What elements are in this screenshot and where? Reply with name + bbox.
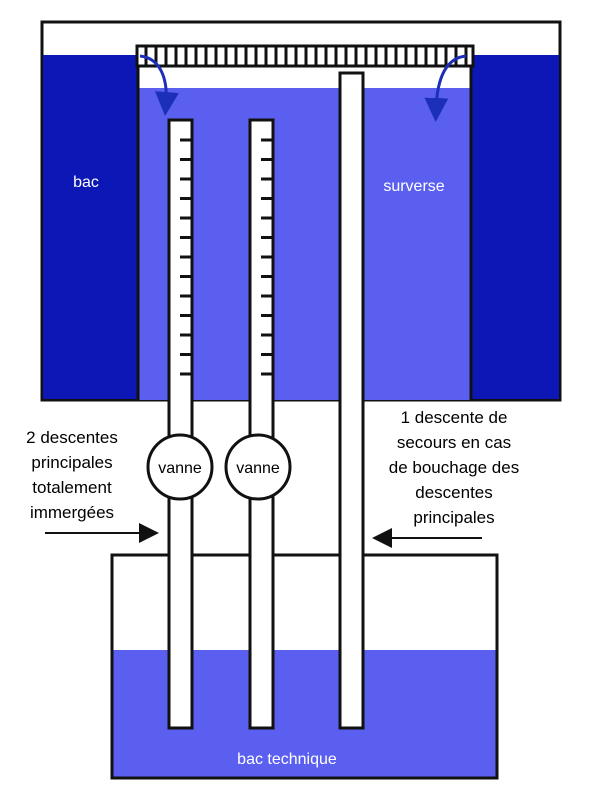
main-drain-pipe-left (167, 118, 194, 730)
main-drains-note-line: 2 descentes (26, 428, 118, 447)
main-tank-water-left (43, 55, 138, 399)
emergency-drain-note-line: descentes (415, 483, 493, 502)
emergency-drain-pipe (338, 71, 365, 730)
pipe-right-ticks (261, 138, 273, 376)
sump-label: bac technique (237, 751, 337, 768)
main-drains-note-line: principales (31, 453, 112, 472)
main-drains-note-line: immergées (30, 503, 114, 522)
emergency-drain-note-line: de bouchage des (389, 458, 519, 477)
overflow-arrow-right (424, 54, 467, 122)
pipe-left-ticks (180, 138, 192, 376)
overflow-arrow-left (139, 54, 179, 116)
main-tank-water-right (471, 55, 559, 399)
main-drain-pipe-right (248, 118, 275, 730)
main-drains-note: 2 descentes principales totalement immer… (26, 428, 118, 522)
valve-right-label: vanne (236, 460, 280, 477)
overflow-label: surverse (383, 178, 444, 195)
valve-left-label: vanne (158, 460, 202, 477)
valve-left: vanne (146, 433, 214, 501)
tank-label: bac (73, 174, 99, 191)
emergency-drain-note-line: principales (413, 508, 494, 527)
emergency-drain-note-line: secours en cas (397, 433, 511, 452)
main-drains-note-line: totalement (32, 478, 112, 497)
valve-right: vanne (224, 433, 292, 501)
emergency-drain-note: 1 descente de secours en cas de bouchage… (389, 408, 519, 527)
emergency-drain-note-line: 1 descente de (401, 408, 508, 427)
sump-frame (110, 553, 499, 780)
overflow-comb (135, 44, 475, 68)
